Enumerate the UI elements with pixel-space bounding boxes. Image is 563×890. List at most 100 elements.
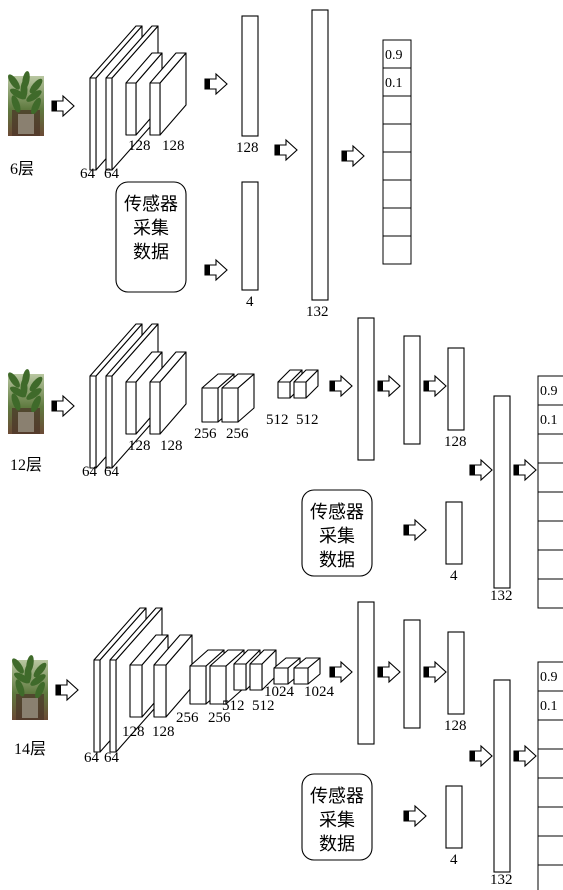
flow-arrow-icon: [341, 144, 365, 168]
sensor-label-line: 传感器: [310, 786, 364, 806]
slab-front: [93, 659, 101, 753]
fc-128: [241, 15, 259, 137]
flow-arrow-icon: [377, 374, 401, 398]
flow-arrow-icon: [329, 374, 353, 398]
flow-arrow-icon: [469, 458, 493, 482]
fc-label: 132: [490, 588, 513, 604]
plant-photo-thumbnail: [8, 71, 44, 136]
sensor-label-line: 数据: [319, 550, 355, 570]
sensor-label-line: 数据: [133, 242, 169, 262]
sensor-label-line: 传感器: [310, 502, 364, 522]
conv-label: 512: [252, 698, 275, 714]
conv-label: 128: [128, 438, 151, 454]
conv-block-128b: [153, 634, 193, 718]
conv-block-128a: [125, 52, 163, 136]
fc-132: [493, 679, 511, 873]
fc-128: [447, 631, 465, 715]
slab-front: [153, 664, 167, 718]
plant-photo-thumbnail: [8, 369, 44, 434]
fc-132: [311, 9, 329, 301]
fc-label: 128: [444, 434, 467, 450]
output-cell: [537, 433, 563, 464]
slab-front: [277, 381, 291, 399]
flow-arrow-icon: [423, 660, 447, 684]
output-cell: [537, 748, 563, 779]
flow-arrow-icon: [403, 804, 427, 828]
conv-block-1024b: [293, 657, 321, 685]
fc-4: [445, 501, 463, 565]
slab-front: [125, 381, 137, 435]
flow-arrow-icon: [329, 660, 353, 684]
output-probability-column: 0.90.1: [537, 661, 563, 890]
conv-label: 256: [176, 710, 199, 726]
output-cell: [537, 661, 563, 692]
slab-front: [105, 375, 113, 469]
conv-label: 1024: [264, 684, 295, 700]
output-cell: [537, 491, 563, 522]
output-probability-column: 0.90.1: [537, 375, 563, 609]
conv-label: 128: [122, 724, 145, 740]
output-cell: [382, 207, 412, 237]
slab-front: [125, 82, 137, 136]
output-cell: [537, 719, 563, 750]
output-probability-column: 0.9 0.1: [382, 39, 412, 265]
slab-front: [89, 77, 97, 171]
layer-count-label: 12层: [10, 457, 42, 474]
fc-label: 4: [450, 568, 458, 584]
conv-label: 256: [194, 426, 217, 442]
fc-label: 132: [490, 872, 513, 888]
flow-arrow-icon: [403, 518, 427, 542]
layer-count-label: 6层: [10, 161, 34, 178]
output-cell: [382, 179, 412, 209]
output-value: 0.9: [385, 48, 403, 63]
slab-front: [209, 665, 227, 705]
slab-front: [189, 665, 207, 705]
sensor-label-line: 采集: [133, 218, 169, 238]
output-cell: [382, 123, 412, 153]
conv-label: 64: [84, 750, 100, 766]
fc-conv-b: [403, 335, 421, 445]
output-value: 0.1: [540, 699, 558, 714]
fc-label: 128: [236, 140, 259, 156]
slab-front: [89, 375, 97, 469]
fc-label: 4: [450, 852, 458, 868]
conv-label: 512: [222, 698, 245, 714]
conv-label: 128: [162, 138, 185, 154]
flow-arrow-icon: [204, 258, 228, 282]
slab-front: [273, 667, 289, 685]
slab-front: [109, 659, 117, 753]
output-value: 0.1: [385, 76, 403, 91]
conv-label: 512: [266, 412, 289, 428]
output-cell: [537, 578, 563, 609]
slab-front: [149, 82, 161, 136]
conv-block-128b: [149, 52, 187, 136]
fc-label: 4: [246, 294, 254, 310]
flow-arrow-icon: [377, 660, 401, 684]
output-value: 0.1: [540, 413, 558, 428]
output-cell: [537, 690, 563, 721]
conv-label: 512: [296, 412, 319, 428]
flow-arrow-icon: [513, 744, 537, 768]
sensor-label-line: 数据: [319, 834, 355, 854]
conv-block-256b: [221, 373, 255, 423]
sensor-label-line: 传感器: [124, 194, 178, 214]
output-cell: [537, 777, 563, 808]
plant-photo-thumbnail: [12, 655, 48, 720]
fc-conv-b: [403, 619, 421, 729]
conv-label: 256: [226, 426, 249, 442]
slab-front: [293, 667, 309, 685]
conv-label: 64: [80, 166, 96, 182]
fc-label: 132: [306, 304, 329, 320]
flow-arrow-icon: [51, 94, 75, 118]
output-cell: [537, 806, 563, 837]
fc-128: [447, 347, 465, 431]
output-cell: [382, 39, 412, 69]
layer-count-label: 14层: [14, 741, 46, 758]
slab-front: [129, 664, 143, 718]
sensor-label-line: 采集: [319, 810, 355, 830]
slab-front: [201, 387, 219, 423]
